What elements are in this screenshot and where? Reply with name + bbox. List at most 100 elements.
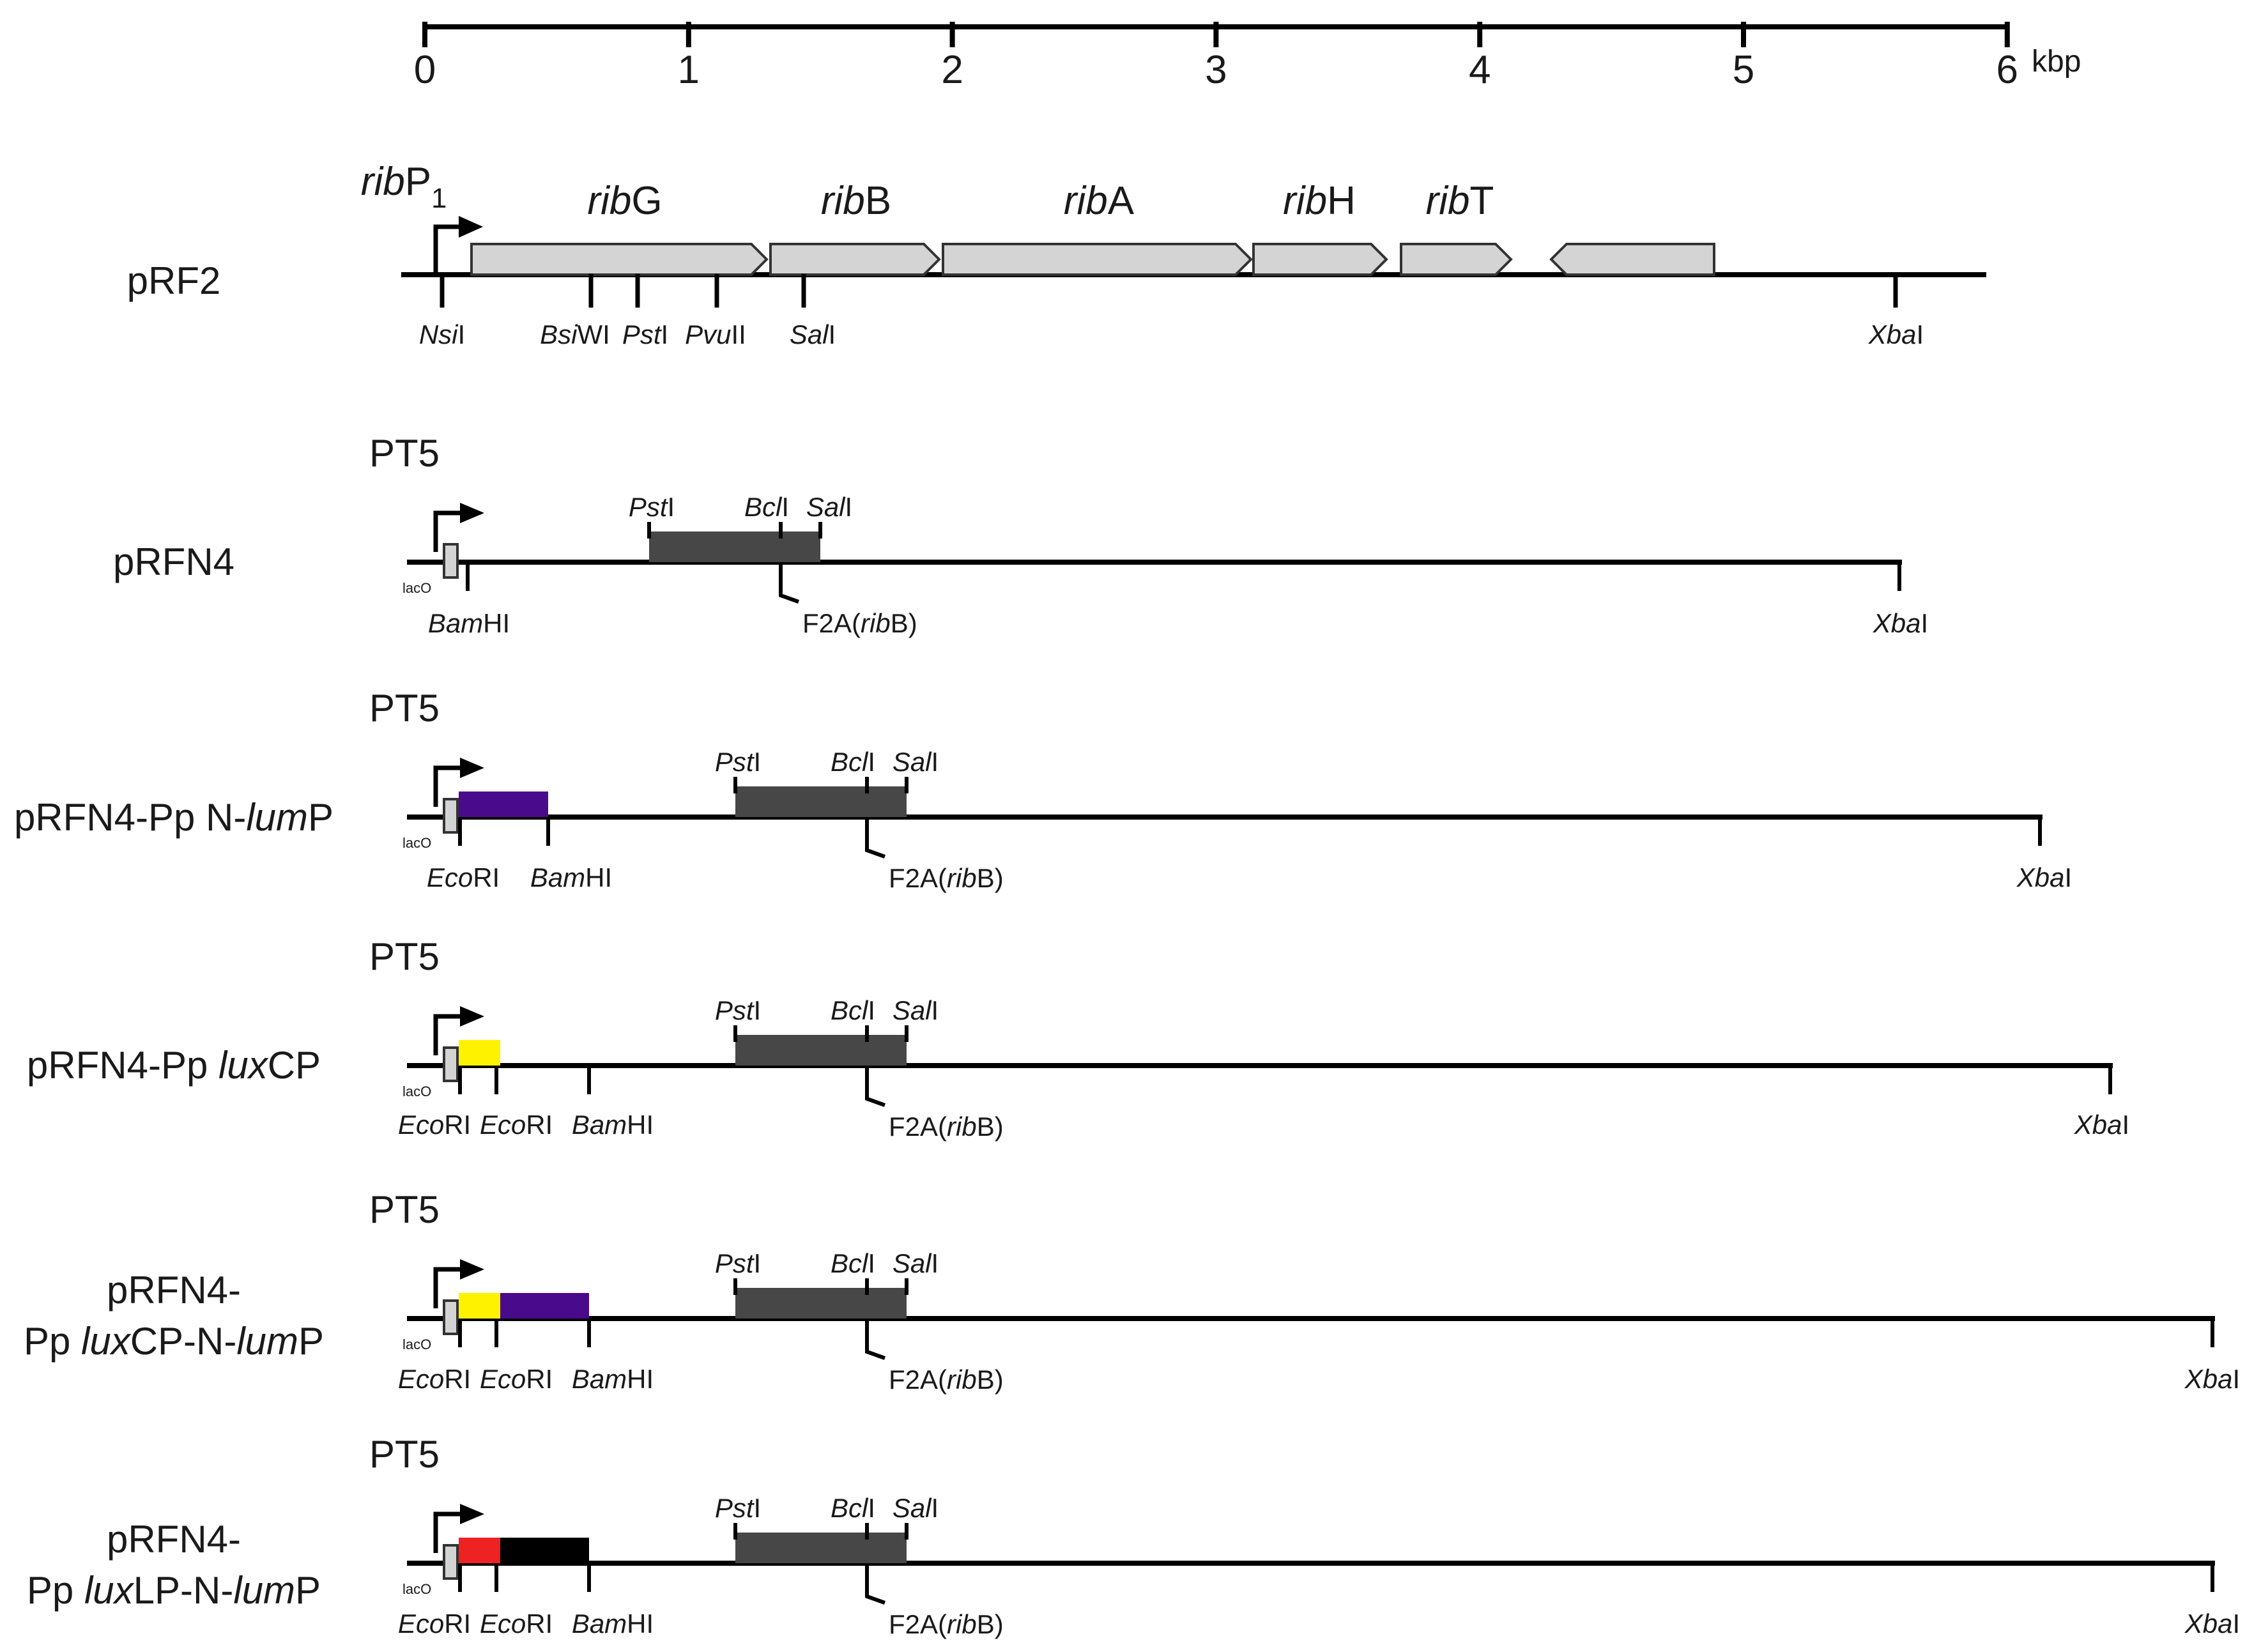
gene-arrow xyxy=(1549,243,1715,276)
promoter-arrow-icon xyxy=(433,765,466,807)
restriction-site-label: BamHI xyxy=(530,862,612,892)
restriction-site-label: EcoRI xyxy=(398,1110,471,1140)
construct-name: Pp luxLP-N-lumP xyxy=(27,1569,321,1612)
restriction-site-label: SalI xyxy=(893,1493,939,1523)
fusion-label: F2A(ribB) xyxy=(889,1609,1004,1639)
f2a-ribb-block xyxy=(735,1533,907,1563)
promoter-arrowhead-icon xyxy=(460,758,484,778)
restriction-site-label: PstI xyxy=(715,995,761,1025)
restriction-site-label: PvuII xyxy=(685,319,746,349)
restriction-site-label: XbaI xyxy=(2016,862,2072,892)
restriction-site-label: EcoRI xyxy=(480,1110,553,1140)
promoter-label: PT5 xyxy=(369,935,440,978)
promoter-arrow-icon xyxy=(433,224,466,275)
promoter-arrowhead-icon xyxy=(460,1259,484,1280)
restriction-site-label: EcoRI xyxy=(398,1364,471,1394)
promoter-arrowhead-icon xyxy=(460,503,484,523)
fusion-leader-line xyxy=(779,565,800,604)
promoter-arrow-icon xyxy=(433,1014,466,1055)
insert-segment xyxy=(459,1538,500,1563)
fusion-leader-line xyxy=(865,820,886,859)
fusion-leader-line xyxy=(865,1566,886,1605)
scale-tick-label: 5 xyxy=(1733,48,1754,92)
restriction-site-label: SalI xyxy=(790,319,836,349)
scale-unit-label: kbp xyxy=(2032,45,2081,79)
laco-label: lacO xyxy=(402,580,431,596)
promoter-arrowhead-icon xyxy=(459,216,483,238)
gene-arrow xyxy=(1252,243,1388,276)
promoter-label: PT5 xyxy=(369,432,440,475)
fusion-leader-line xyxy=(865,1068,886,1107)
restriction-site-label: BamHI xyxy=(572,1110,654,1140)
laco-operator-box xyxy=(443,1544,459,1580)
construct-name: pRFN4- xyxy=(107,1269,241,1312)
gene-label: ribT xyxy=(1426,179,1494,223)
f2a-ribb-block xyxy=(649,532,820,562)
restriction-site-label: PstI xyxy=(715,747,761,777)
construct-name: pRF2 xyxy=(127,259,221,302)
restriction-site-label: SalI xyxy=(893,747,939,777)
restriction-site-label: XbaI xyxy=(2074,1110,2129,1140)
gene-label: ribG xyxy=(587,179,662,223)
laco-operator-box xyxy=(443,1046,459,1082)
restriction-site-label: BsiWI xyxy=(540,319,610,349)
f2a-ribb-block xyxy=(735,1288,907,1319)
promoter-arrowhead-icon xyxy=(460,1504,484,1524)
laco-label: lacO xyxy=(402,1083,431,1099)
gene-arrow xyxy=(470,243,769,276)
restriction-site-label: SalI xyxy=(893,995,939,1025)
gene-arrow xyxy=(942,243,1253,276)
restriction-site-label: SalI xyxy=(893,1248,939,1278)
scale-tick-label: 1 xyxy=(678,48,700,92)
laco-operator-box xyxy=(443,798,459,834)
gene-arrow xyxy=(769,243,941,276)
promoter-label: ribP1 xyxy=(361,160,447,214)
restriction-site-label: PstI xyxy=(629,492,675,522)
fusion-label: F2A(ribB) xyxy=(889,1112,1004,1142)
restriction-site-label: EcoRI xyxy=(480,1609,553,1639)
scale-tick-label: 6 xyxy=(1997,48,2018,92)
laco-operator-box xyxy=(443,1299,459,1335)
laco-label: lacO xyxy=(402,835,431,851)
promoter-label: PT5 xyxy=(369,687,440,730)
restriction-site-label: BamHI xyxy=(572,1609,654,1639)
promoter-arrow-icon xyxy=(433,1267,466,1308)
restriction-site-label: SalI xyxy=(806,492,852,522)
construct-name: pRFN4- xyxy=(107,1518,241,1561)
restriction-site-label: PstI xyxy=(715,1248,761,1278)
restriction-site-label: EcoRI xyxy=(398,1609,471,1639)
gene-label: ribH xyxy=(1283,179,1356,223)
construct-name: pRFN4-Pp N-lumP xyxy=(14,796,333,839)
insert-segment xyxy=(459,1040,500,1066)
scale-tick-label: 4 xyxy=(1469,48,1491,92)
promoter-label: PT5 xyxy=(369,1433,440,1476)
restriction-site-label: BamHI xyxy=(428,608,510,638)
restriction-site-label: BamHI xyxy=(572,1364,654,1394)
laco-label: lacO xyxy=(402,1581,431,1597)
scale-tick-label: 3 xyxy=(1205,48,1227,92)
restriction-site-label: XbaI xyxy=(2184,1364,2240,1394)
scale-tick-label: 0 xyxy=(414,48,436,92)
insert-segment xyxy=(500,1538,589,1563)
promoter-arrow-icon xyxy=(433,1511,466,1553)
restriction-site-label: PstI xyxy=(715,1493,761,1523)
fusion-label: F2A(ribB) xyxy=(889,1365,1004,1395)
kbp-scale-bar: 0 1 2 3 4 5 6 kbp xyxy=(414,22,2081,92)
restriction-site-label: BclI xyxy=(744,492,789,522)
insert-segment xyxy=(459,792,548,817)
scale-tick-label: 2 xyxy=(941,48,963,92)
laco-operator-box xyxy=(443,543,459,579)
gene-arrow xyxy=(1400,243,1513,276)
restriction-site-label: PstI xyxy=(622,319,668,349)
gene-label: ribB xyxy=(821,179,891,223)
restriction-site-label: XbaI xyxy=(2184,1609,2240,1639)
fusion-label: F2A(ribB) xyxy=(802,608,917,638)
restriction-site-label: NsiI xyxy=(419,319,465,349)
laco-label: lacO xyxy=(402,1336,431,1352)
